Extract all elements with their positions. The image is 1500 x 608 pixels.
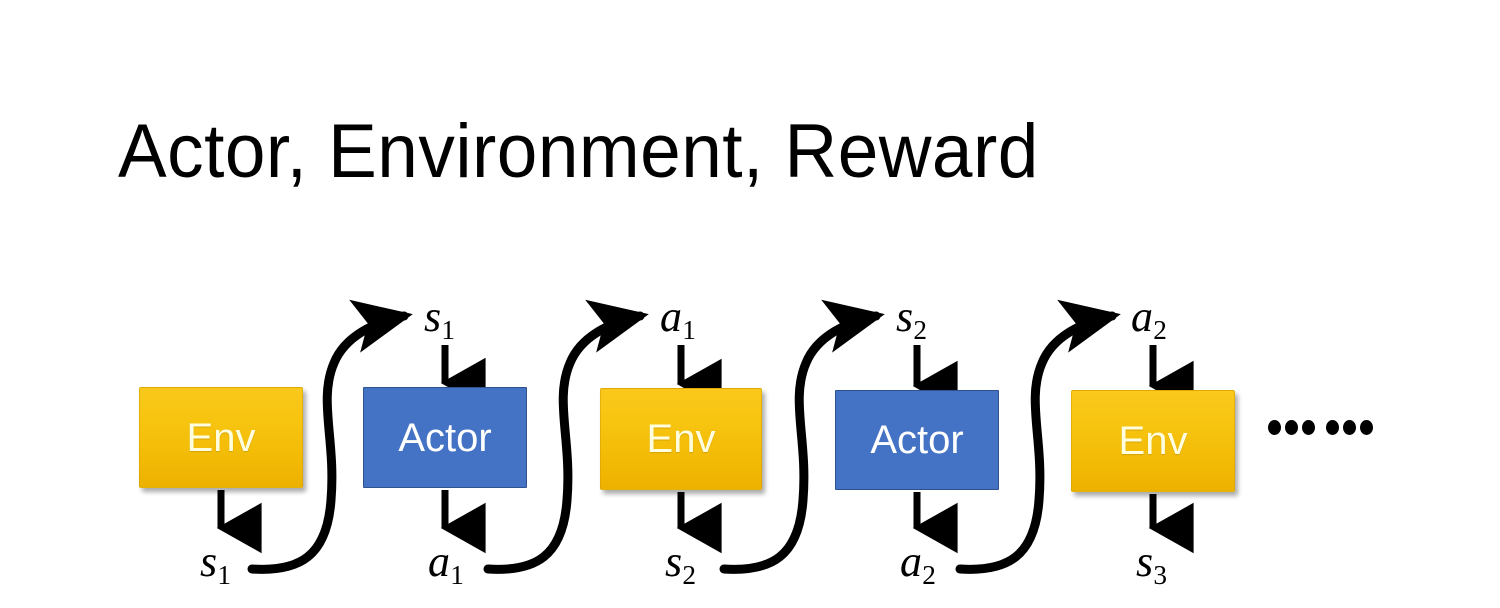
subscript: 1 <box>450 560 464 591</box>
block-actor-2[interactable]: Actor <box>835 390 999 490</box>
block-env-1[interactable]: Env <box>139 387 303 488</box>
label-bottom-s3: s3 <box>1136 537 1167 589</box>
block-label: Env <box>646 417 716 461</box>
subscript: 1 <box>682 315 696 346</box>
block-label: Actor <box>870 418 964 462</box>
trailing-ellipsis-icon <box>1268 420 1373 435</box>
label-bottom-a2: a2 <box>900 537 936 589</box>
symbol: s <box>200 537 218 586</box>
label-bottom-s1: s1 <box>200 537 231 589</box>
block-label: Env <box>1118 419 1188 463</box>
symbol: a <box>1131 292 1153 341</box>
label-bottom-a1: a1 <box>428 537 464 589</box>
subscript: 1 <box>441 315 456 346</box>
ellipsis-dot <box>1360 420 1373 435</box>
subscript: 2 <box>922 560 936 591</box>
symbol: s <box>896 292 914 341</box>
symbol: a <box>660 292 682 341</box>
symbol: s <box>1136 537 1154 586</box>
ellipsis-dot <box>1343 420 1356 435</box>
label-top-s2: s2 <box>896 292 927 344</box>
block-env-3[interactable]: Env <box>1071 390 1235 492</box>
symbol: a <box>900 537 922 586</box>
label-top-s1: s1 <box>424 292 455 344</box>
subscript: 2 <box>1153 315 1167 346</box>
subscript: 1 <box>217 560 232 591</box>
ellipsis-dot <box>1268 420 1281 435</box>
block-label: Actor <box>398 415 492 460</box>
label-top-a2: a2 <box>1131 292 1167 344</box>
ellipsis-dot <box>1285 420 1298 435</box>
ellipsis-dot <box>1302 420 1315 435</box>
subscript: 2 <box>913 315 928 346</box>
symbol: a <box>428 537 450 586</box>
block-label: Env <box>186 415 256 460</box>
block-env-2[interactable]: Env <box>600 388 762 490</box>
subscript: 3 <box>1153 560 1168 591</box>
subscript: 2 <box>682 560 697 591</box>
label-bottom-s2: s2 <box>665 537 696 589</box>
symbol: s <box>665 537 683 586</box>
block-actor-1[interactable]: Actor <box>363 387 527 488</box>
page-title: Actor, Environment, Reward <box>118 109 1039 194</box>
ellipsis-dot <box>1326 420 1339 435</box>
symbol: s <box>424 292 442 341</box>
label-top-a1: a1 <box>660 292 696 344</box>
